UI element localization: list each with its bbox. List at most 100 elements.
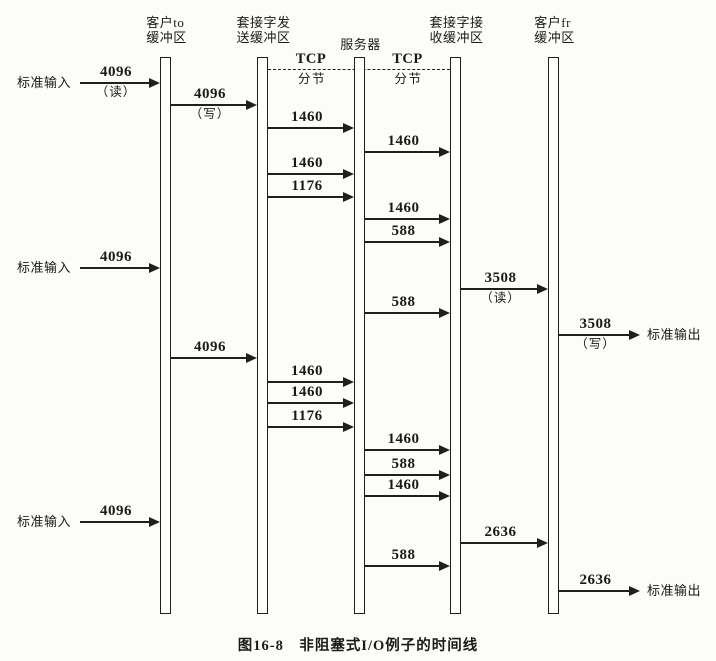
stdout-label: 标准输出 (647, 583, 702, 598)
flow-arrow-22: 588 (365, 547, 450, 587)
column-header-c5: 客户fr 缓冲区 (534, 15, 575, 45)
arrow-head-icon (343, 398, 354, 408)
arrow-head-icon (439, 237, 450, 247)
arrow-line (365, 474, 444, 476)
timeline-bar-c4 (450, 57, 461, 614)
arrow-line (171, 357, 251, 359)
flow-arrow-13: 4096 (171, 339, 257, 379)
column-header-c1: 客户to 缓冲区 (146, 15, 187, 45)
arrow-value-label: 3508 (579, 316, 612, 332)
flow-arrow-1: 4096 （读） (80, 64, 160, 104)
arrow-value-label: 1460 (387, 133, 420, 149)
arrow-value-label: 1176 (291, 178, 323, 194)
column-header-c2: 套接字发 送缓冲区 (236, 15, 291, 45)
column-header-c3: 服务器 (340, 37, 381, 52)
arrow-value-label: 588 (391, 294, 416, 310)
arrow-head-icon (629, 330, 640, 340)
timeline-bar-c1 (160, 57, 171, 614)
arrow-value-label: 588 (391, 547, 416, 563)
arrow-head-icon (149, 78, 160, 88)
arrow-value-label: 1460 (291, 109, 323, 125)
arrow-head-icon (537, 538, 548, 548)
flow-arrow-11: 588 (365, 294, 450, 334)
arrow-head-icon (343, 377, 354, 387)
flow-arrow-18: 588 (365, 456, 450, 496)
arrow-line (268, 402, 348, 404)
arrow-line (365, 151, 444, 153)
arrow-head-icon (439, 470, 450, 480)
arrow-value-label: 4096 (100, 503, 132, 519)
timeline-bar-c5 (548, 57, 559, 614)
arrow-note-label: （读） (480, 291, 521, 305)
arrow-head-icon (149, 517, 160, 527)
arrow-head-icon (343, 422, 354, 432)
arrow-head-icon (537, 284, 548, 294)
arrow-head-icon (439, 491, 450, 501)
arrow-value-label: 588 (391, 456, 416, 472)
flow-arrow-19: 1460 (365, 477, 450, 517)
timeline-bar-c2 (257, 57, 268, 614)
arrow-line (559, 334, 634, 336)
arrow-head-icon (246, 353, 257, 363)
arrow-value-label: 4096 (100, 64, 132, 80)
flow-arrow-2: 4096 （写） (171, 86, 257, 126)
arrow-line (171, 104, 251, 106)
arrow-value-label: 1460 (291, 363, 323, 379)
arrow-line (365, 218, 444, 220)
flow-arrow-4: 1460 (365, 133, 450, 173)
flow-arrow-15: 1460 (268, 384, 354, 424)
arrow-head-icon (629, 586, 640, 596)
arrow-value-label: 1176 (291, 408, 323, 424)
stdin-label: 标准输入 (17, 514, 72, 529)
arrow-value-label: 1460 (387, 477, 420, 493)
arrow-head-icon (439, 561, 450, 571)
arrow-note-label: （读） (95, 85, 137, 99)
arrow-value-label: 2636 (579, 572, 612, 588)
arrow-line (268, 127, 348, 129)
stdin-label: 标准输入 (17, 75, 72, 90)
arrow-line (268, 196, 348, 198)
arrow-line (365, 565, 444, 567)
arrow-value-label: 3508 (484, 270, 517, 286)
flow-arrow-5: 1460 (268, 155, 354, 195)
flow-arrow-17: 1460 (365, 431, 450, 471)
timeline-bar-c3 (354, 57, 365, 614)
arrow-head-icon (439, 308, 450, 318)
flow-arrow-7: 1460 (365, 200, 450, 240)
tcp-segment-label-1: 分节 (297, 72, 327, 86)
arrow-head-icon (343, 192, 354, 202)
arrow-line (461, 288, 542, 290)
stdout-label: 标准输出 (647, 327, 702, 342)
flow-arrow-23: 2636 (559, 572, 640, 612)
arrow-line (461, 542, 542, 544)
arrow-value-label: 588 (391, 223, 416, 239)
flow-arrow-9: 4096 (80, 249, 160, 289)
flow-arrow-3: 1460 (268, 109, 354, 149)
flow-arrow-14: 1460 (268, 363, 354, 403)
arrow-line (268, 426, 348, 428)
arrow-head-icon (343, 169, 354, 179)
arrow-value-label: 1460 (291, 155, 323, 171)
arrow-line (559, 590, 634, 592)
arrow-value-label: 1460 (291, 384, 323, 400)
flow-arrow-16: 1176 (268, 408, 354, 448)
arrow-value-label: 4096 (194, 339, 226, 355)
arrow-head-icon (439, 445, 450, 455)
flow-arrow-21: 2636 (461, 524, 548, 564)
figure-caption: 图16-8 非阻塞式I/O例子的时间线 (237, 638, 479, 654)
flow-arrow-8: 588 (365, 223, 450, 263)
arrow-value-label: 4096 (194, 86, 226, 102)
arrow-note-label: （写） (189, 107, 231, 121)
arrow-line (365, 241, 444, 243)
flow-arrow-20: 4096 (80, 503, 160, 543)
flow-arrow-10: 3508 （读） (461, 270, 548, 310)
flow-arrow-6: 1176 (268, 178, 354, 218)
arrow-head-icon (439, 147, 450, 157)
arrow-line (80, 82, 154, 84)
arrow-value-label: 2636 (484, 524, 517, 540)
arrow-line (80, 267, 154, 269)
arrow-line (268, 381, 348, 383)
arrow-note-label: （写） (575, 337, 616, 351)
arrow-line (268, 173, 348, 175)
